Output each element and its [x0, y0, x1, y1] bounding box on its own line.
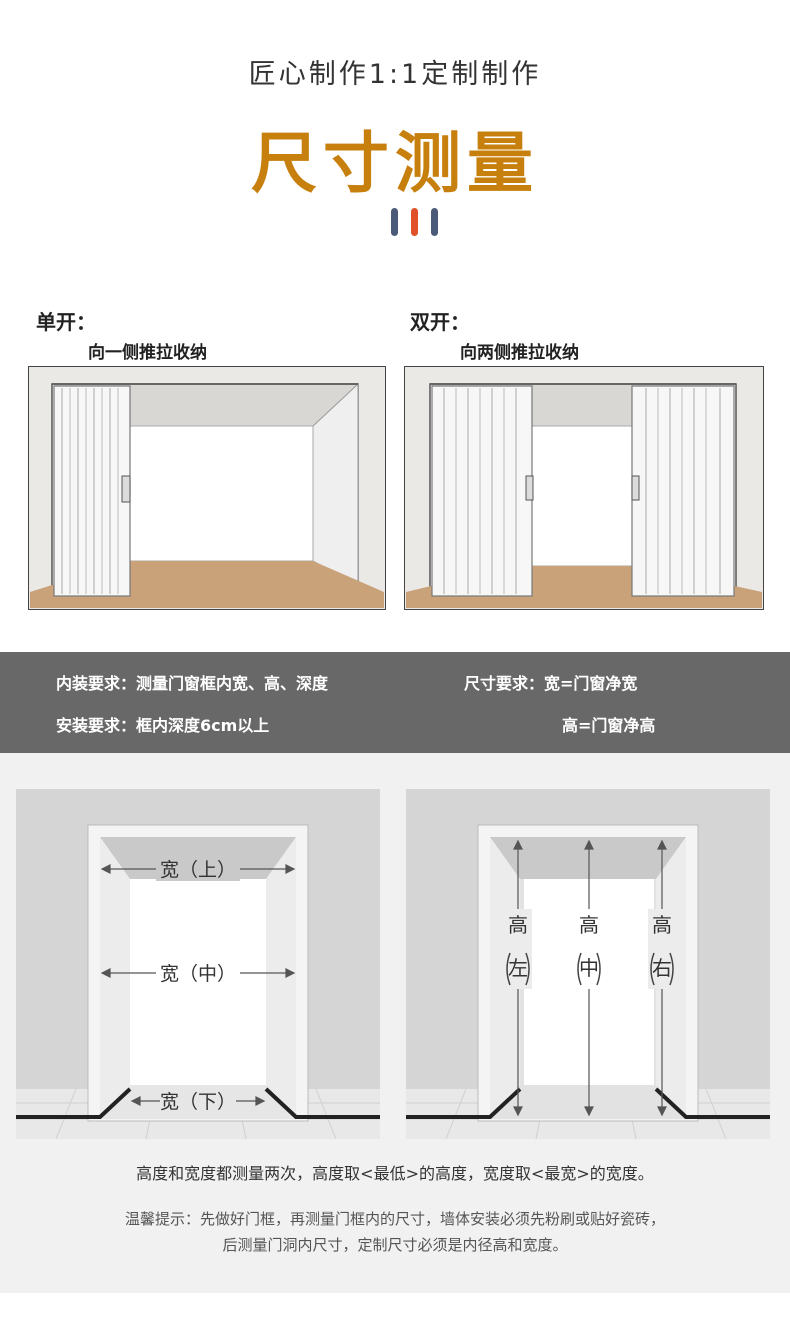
height-measure-diagram: 高 左 高 中 高 右 — [406, 789, 770, 1139]
height-middle-label: 中 — [579, 956, 599, 980]
single-open-label: 单开： — [36, 310, 96, 334]
size-requirement: 尺寸要求：宽=门窗净宽 — [464, 674, 638, 693]
open-type-section: 单开： 向一侧推拉收纳 双开： 向两侧推拉收纳 — [0, 270, 790, 638]
height-middle-gao: 高 — [579, 913, 599, 937]
decor-bar-1 — [391, 208, 398, 236]
single-open-desc: 向一侧推拉收纳 — [88, 343, 207, 363]
height-right-gao: 高 — [652, 913, 672, 937]
single-open-illustration — [28, 366, 386, 610]
install-requirement: 安装要求：框内深度6cm以上 — [56, 716, 270, 735]
subtitle: 匠心制作1:1定制制作 — [248, 59, 542, 90]
double-left-panel — [431, 385, 534, 597]
width-measure-diagram: 宽（上） 宽（中） 宽（下） — [16, 789, 380, 1139]
page-title: 尺寸测量 — [251, 125, 539, 202]
height-left-gao: 高 — [508, 913, 528, 937]
double-open-illustration — [404, 366, 764, 610]
decor-bar-3 — [431, 208, 438, 236]
measurement-section: 宽（上） 宽（中） 宽（下） — [0, 753, 790, 1293]
height-right-label: 右 — [652, 956, 672, 980]
inner-requirement: 内装要求：测量门窗框内宽、高、深度 — [56, 674, 329, 693]
tip-line-1: 温馨提示：先做好门框，再测量门框内的尺寸，墙体安装必须先粉刷或贴好瓷砖， — [124, 1210, 665, 1228]
decor-bar-2 — [411, 208, 418, 236]
single-folding-panel — [53, 385, 131, 597]
width-bottom-label: 宽（下） — [160, 1091, 236, 1113]
double-open-label: 双开： — [410, 310, 470, 334]
width-top-label: 宽（上） — [160, 859, 236, 881]
width-middle-label: 宽（中） — [160, 963, 236, 985]
bottom-spacer — [0, 1293, 790, 1319]
height-left-label: 左 — [508, 956, 528, 980]
decor-bars — [391, 208, 451, 238]
tip-line-2: 后测量门洞内尺寸，定制尺寸必须是内径高和宽度。 — [222, 1236, 568, 1254]
height-requirement: 高=门窗净高 — [562, 716, 656, 735]
measure-note: 高度和宽度都测量两次，高度取<最低>的高度，宽度取<最宽>的宽度。 — [136, 1164, 654, 1183]
double-right-panel — [631, 385, 735, 597]
requirements-band: 内装要求：测量门窗框内宽、高、深度 安装要求：框内深度6cm以上 尺寸要求：宽=… — [0, 652, 790, 753]
header-section: 匠心制作1:1定制制作 尺寸测量 — [0, 0, 790, 270]
double-open-desc: 向两侧推拉收纳 — [460, 343, 579, 363]
